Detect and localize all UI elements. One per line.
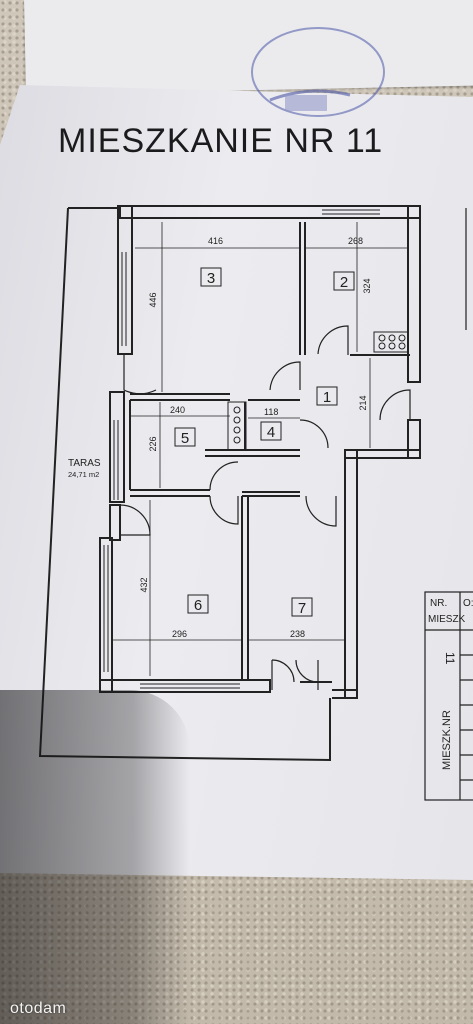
dim-r5-width: 240 — [170, 405, 185, 415]
table-header-nr: NR. — [430, 598, 447, 609]
doors — [119, 325, 411, 690]
table-header-mieszk: MIESZK — [428, 614, 466, 625]
table-number: 11 — [443, 652, 457, 665]
dim-r5-height: 226 — [148, 436, 158, 451]
room-6-label: 6 — [194, 597, 202, 614]
room-2-label: 2 — [340, 274, 348, 291]
dim-r3-width: 416 — [208, 236, 223, 246]
windows — [103, 209, 380, 689]
walls — [99, 205, 421, 699]
dim-r3-height: 446 — [148, 292, 158, 307]
plan-title: MIESZKANIE NR 11 — [58, 122, 384, 160]
dim-r2-width: 268 — [348, 236, 363, 246]
room-1-label: 1 — [323, 389, 331, 406]
room-7-label: 7 — [298, 600, 306, 617]
table-header-extra: O: — [463, 598, 473, 609]
stamp — [251, 27, 385, 117]
dimension-lines — [112, 222, 408, 676]
room-4-label: 4 — [267, 424, 275, 441]
dimension-labels: 416 268 446 324 214 240 118 226 432 296 … — [139, 236, 372, 639]
info-table — [424, 208, 473, 801]
dim-r2-height: 324 — [362, 278, 372, 293]
terrace-label: TARAS — [68, 458, 101, 469]
dim-r7-width: 238 — [290, 629, 305, 639]
room-5-label: 5 — [181, 430, 189, 447]
dim-r4-width: 118 — [264, 407, 278, 417]
table-row-label: MIESZK.NR — [441, 710, 453, 770]
room-labels: 3 2 1 5 4 6 7 — [174, 267, 355, 617]
terrace-area: 24,71 m2 — [68, 470, 99, 479]
dim-r6-height: 432 — [139, 577, 149, 592]
watermark-logo: otodam — [10, 1000, 67, 1017]
terrace-outline — [38, 207, 331, 762]
dim-r6-width: 296 — [172, 629, 187, 639]
fixtures — [227, 331, 409, 451]
room-3-label: 3 — [207, 270, 215, 287]
dim-r1-height: 214 — [358, 395, 368, 410]
